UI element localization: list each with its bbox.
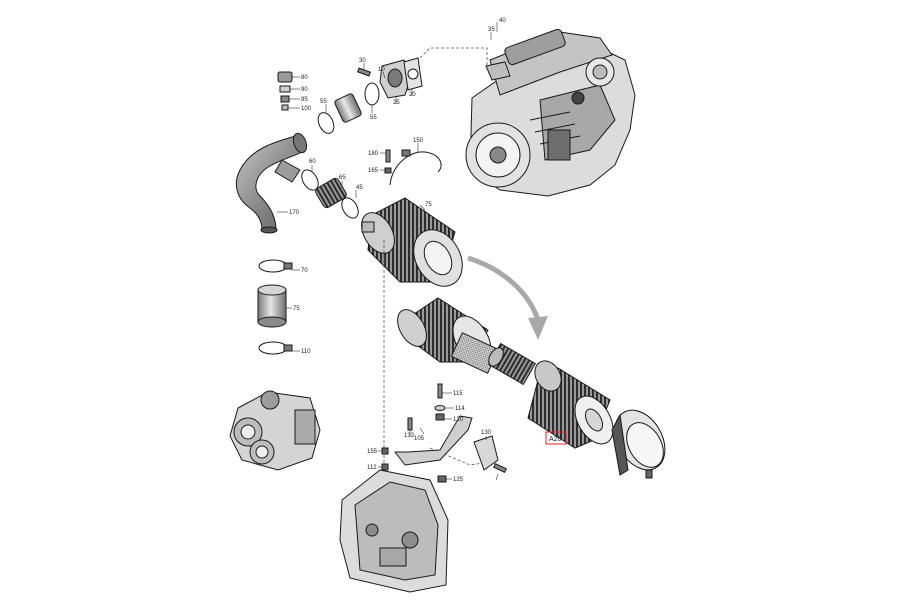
clamp-55-left <box>317 112 335 134</box>
exploded-view-arrow <box>467 255 548 340</box>
part-label: 95 <box>301 97 308 103</box>
clamp-65 <box>341 197 359 219</box>
part-label: 30 <box>359 58 366 64</box>
leader-lines <box>277 22 499 481</box>
part-label: 90 <box>301 87 308 93</box>
part-label: 155 <box>367 449 378 455</box>
main-filter-element-a20 <box>527 360 614 449</box>
engine-connection-line <box>419 47 488 70</box>
part-label: 45 <box>356 185 363 191</box>
support-bracket-120 <box>393 415 473 466</box>
part-label: 70 <box>301 268 308 274</box>
part-label: 65 <box>339 175 346 181</box>
part-label: 133 <box>404 433 415 439</box>
part-label: 180 <box>368 151 379 157</box>
part-label: 125 <box>453 477 464 483</box>
clamp-60 <box>301 169 319 191</box>
end-cover <box>611 409 666 479</box>
part-label: 105 <box>414 436 425 442</box>
intake-hose-45 <box>235 132 308 234</box>
filler-cap-stack <box>277 71 293 111</box>
part-label: 35 <box>488 27 495 33</box>
highlight-box-a20: A20 <box>545 431 567 445</box>
nut-112 <box>437 475 447 483</box>
part-label: 10 <box>378 67 385 73</box>
filter-housing-exploded <box>397 297 500 374</box>
part-label: 165 <box>368 168 379 174</box>
part-label: 170 <box>289 210 300 216</box>
bolt-133 <box>407 417 413 431</box>
part-label: 25 <box>393 100 400 106</box>
part-label: 110 <box>301 349 311 355</box>
part-label: 120 <box>453 417 464 423</box>
bolt-30 <box>357 67 371 77</box>
part-label: 115 <box>453 391 463 397</box>
gasket-20 <box>403 57 423 91</box>
clamp-10 <box>364 82 380 106</box>
part-label: 100 <box>301 106 312 112</box>
part-label: 60 <box>309 159 316 165</box>
part-label: 112 <box>367 465 377 471</box>
part-label: 55 <box>370 115 377 121</box>
part-label: 75 <box>293 306 300 312</box>
clamp-75-upper <box>258 259 293 273</box>
washer-115 <box>434 405 446 411</box>
air-filter-housing-170 <box>361 197 463 287</box>
safety-filter-element <box>487 342 537 386</box>
part-label: 55 <box>320 99 327 105</box>
engine-block <box>465 28 636 197</box>
elbow-fitting-25 <box>379 59 413 99</box>
part-label: 114 <box>455 406 465 412</box>
highlight-label: A20 <box>549 436 562 443</box>
part-label: 150 <box>413 138 424 144</box>
gearbox-housing <box>339 469 449 593</box>
hose-coupler <box>315 177 347 209</box>
part-label: 80 <box>301 75 308 81</box>
bolt-130 <box>493 462 507 474</box>
hose-55-upper <box>334 93 362 123</box>
part-label: 130 <box>481 430 492 436</box>
part-label: 40 <box>499 18 506 24</box>
nut-155 <box>381 463 389 471</box>
nut-114 <box>435 413 445 421</box>
clamp-75-lower <box>258 341 293 355</box>
turbocharger <box>229 390 321 471</box>
bolt-180 <box>385 149 391 163</box>
part-labels: 40 35 30 10 25 20 80 90 95 100 55 55 150… <box>289 18 506 483</box>
nut-165 <box>384 167 392 174</box>
part-label: 20 <box>409 92 416 98</box>
nut-105 <box>381 447 389 455</box>
bolt-110 <box>437 383 443 399</box>
part-label: 75 <box>425 202 432 208</box>
mounting-band-150 <box>389 149 442 186</box>
hose-70 <box>257 284 287 328</box>
